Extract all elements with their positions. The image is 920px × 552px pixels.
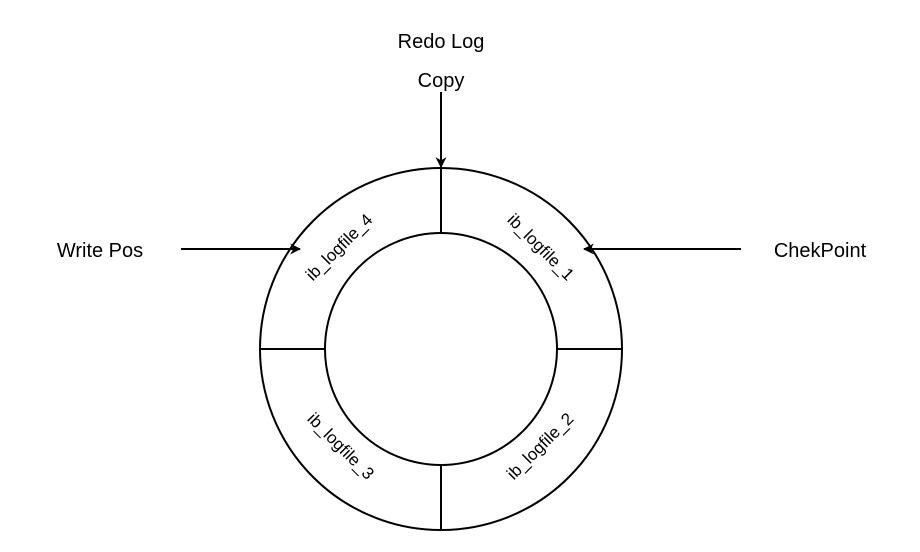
segment-label-2: ib_logfile_2 bbox=[503, 409, 577, 483]
segment-label-3: ib_logfile_3 bbox=[304, 409, 378, 483]
title-line-2: Copy bbox=[418, 70, 465, 92]
checkpoint-label: ChekPoint bbox=[774, 240, 867, 262]
write-pos-label: Write Pos bbox=[57, 240, 143, 262]
title-line-1: Redo Log bbox=[398, 31, 485, 53]
segment-label-1: ib_logfile_1 bbox=[504, 210, 578, 284]
inner-ring bbox=[324, 232, 558, 466]
